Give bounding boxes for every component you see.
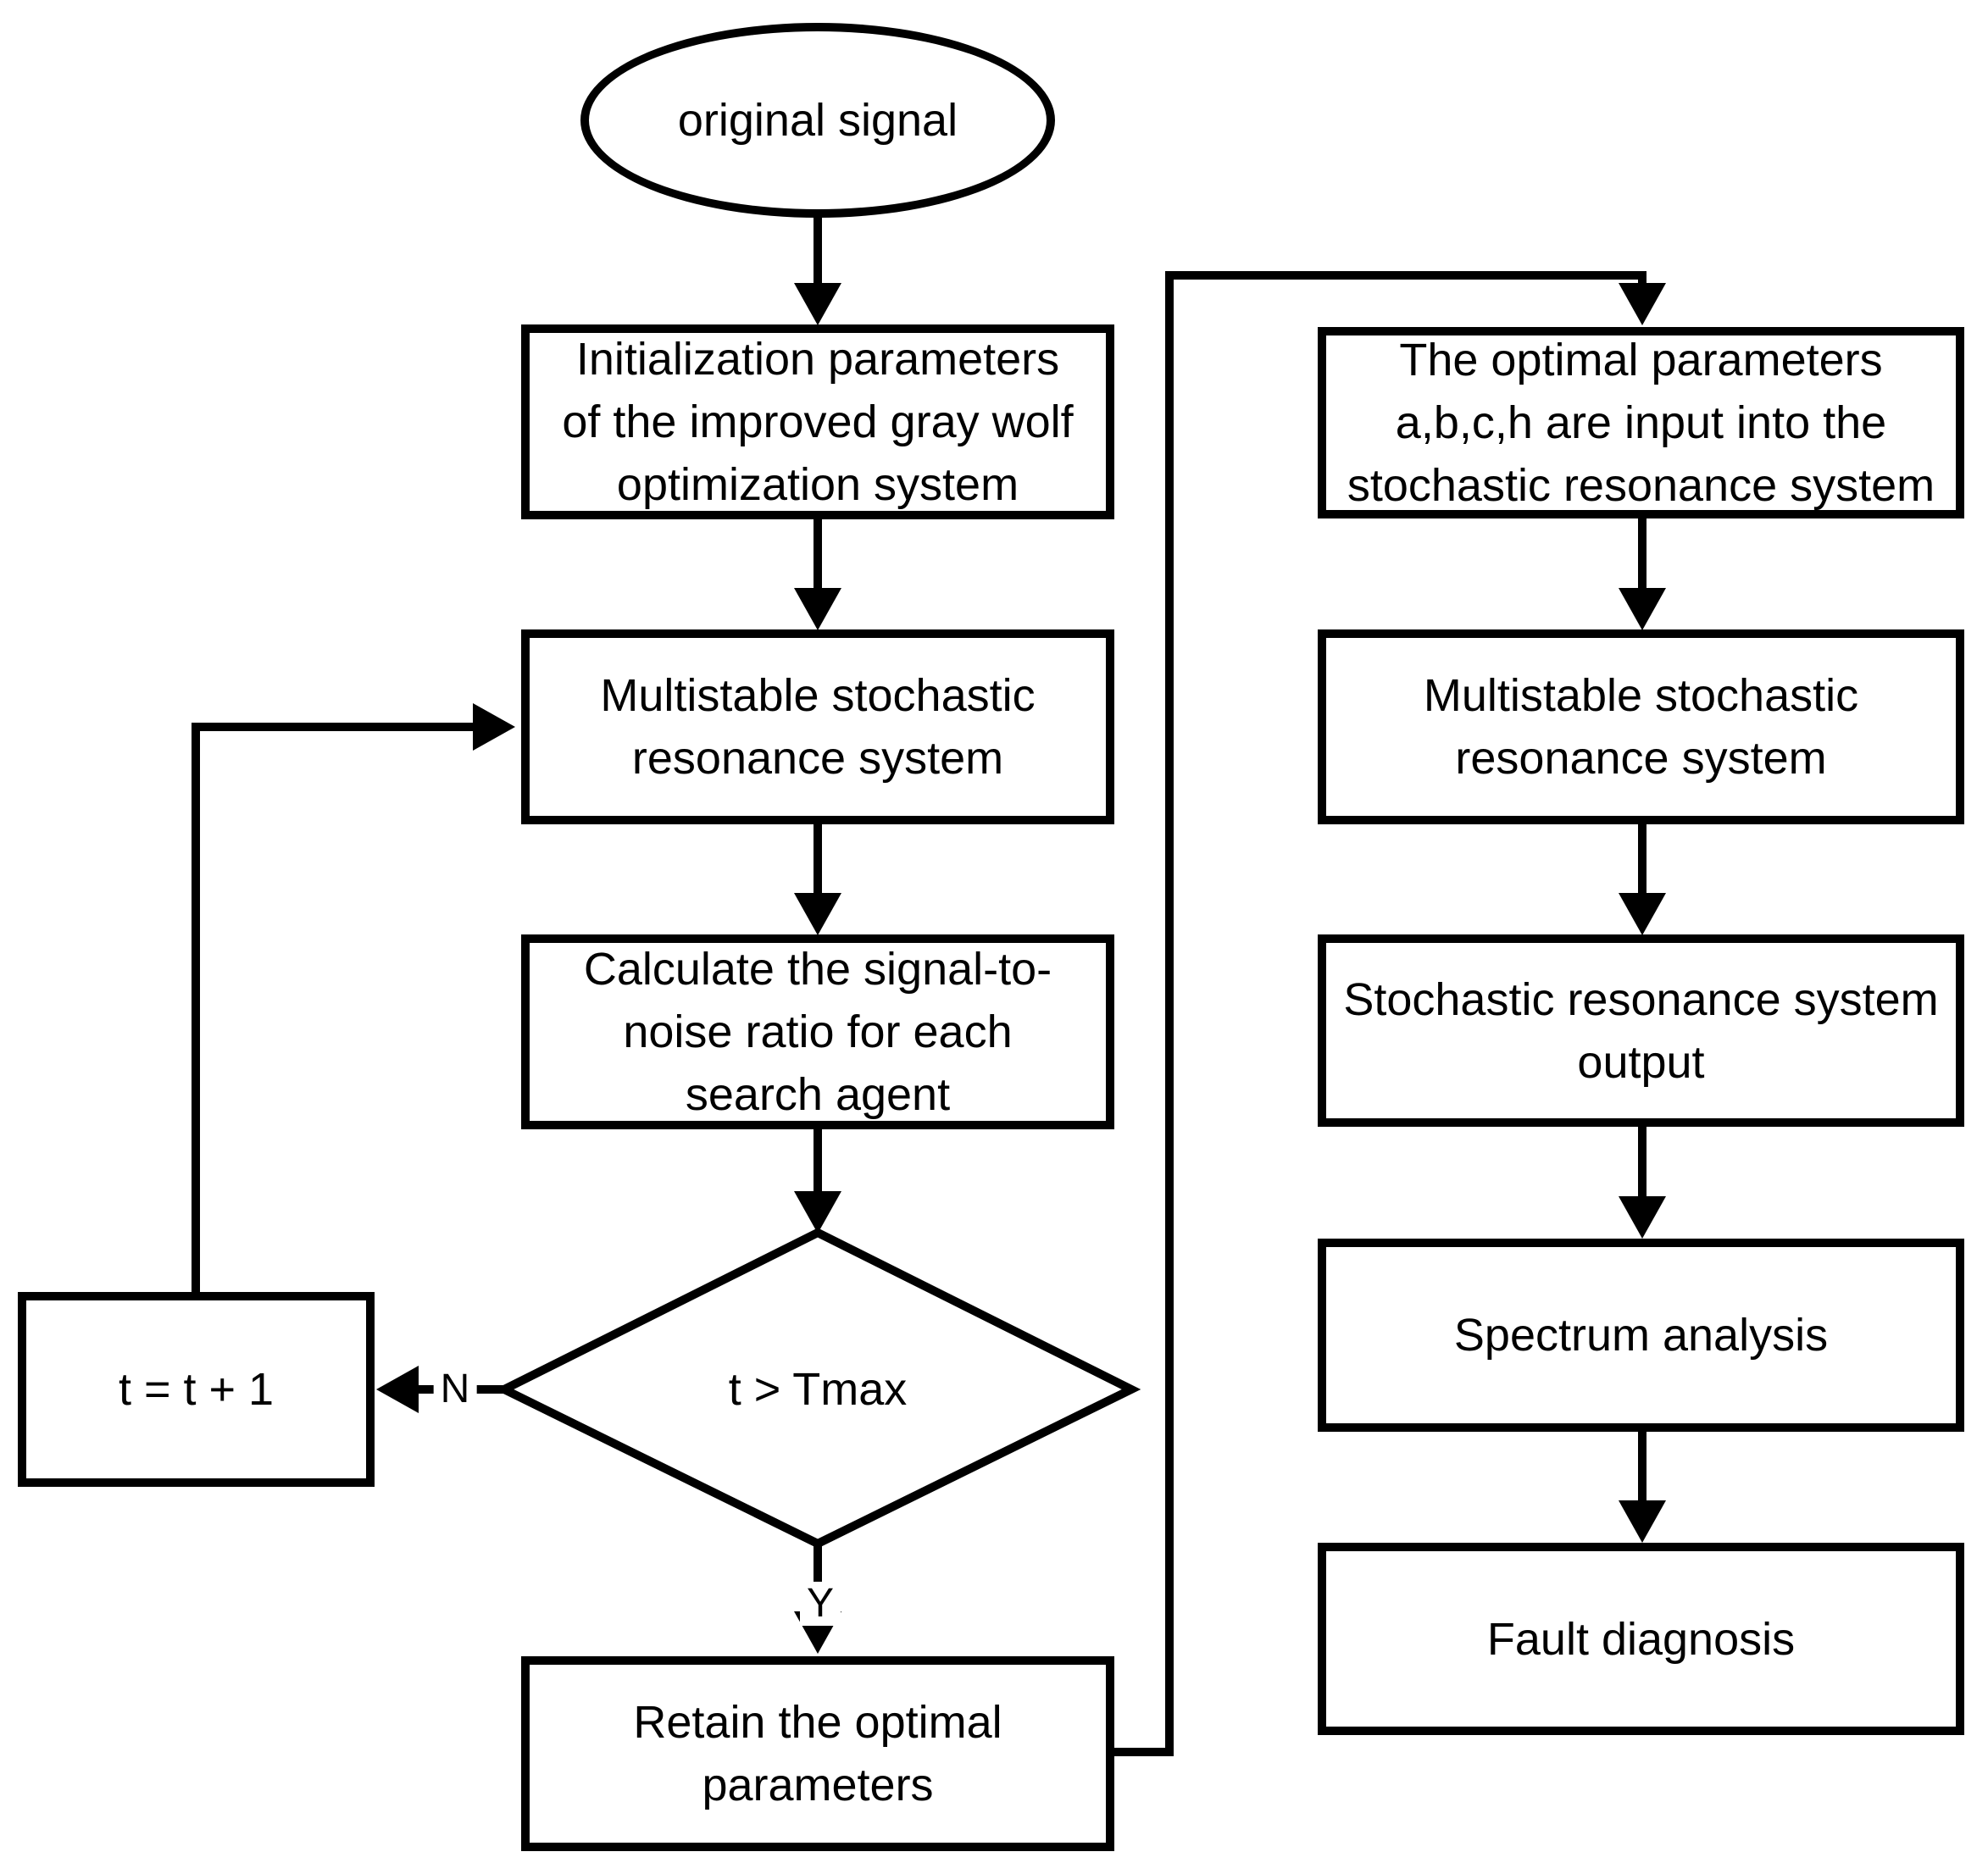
node-multistable-right-label: Multistable stochastic resonance system xyxy=(1423,670,1859,784)
arrowhead-init-to-msr xyxy=(794,588,841,630)
arrowhead-retain-to-optimal xyxy=(1619,283,1666,325)
branch-label-no: N xyxy=(433,1367,477,1411)
node-spectrum-analysis-label: Spectrum analysis xyxy=(1453,1310,1829,1361)
arrowhead-start-to-init xyxy=(794,283,841,325)
node-retain-label: Retain the optimal parameters xyxy=(633,1697,1002,1810)
node-sr-output-label: Stochastic resonance system output xyxy=(1343,973,1939,1088)
arrowhead-output-to-spectrum xyxy=(1619,1196,1666,1239)
arrowhead-optimal-to-msr-right xyxy=(1619,588,1666,630)
node-original-signal: original signal xyxy=(580,23,1055,218)
arrowhead-msr-to-calc xyxy=(794,893,841,935)
node-multistable-right: Multistable stochastic resonance system xyxy=(1318,629,1964,824)
node-decision-label: t > Tmax xyxy=(728,1364,908,1415)
node-fault-diagnosis-label: Fault diagnosis xyxy=(1486,1613,1796,1665)
arrowhead-calc-to-decision xyxy=(794,1191,841,1234)
arrowhead-msr-right-to-output xyxy=(1619,893,1666,935)
node-increment: t = t + 1 xyxy=(18,1292,375,1487)
node-fault-diagnosis: Fault diagnosis xyxy=(1318,1543,1964,1735)
node-optimal-input: The optimal parameters a,b,c,h are input… xyxy=(1318,327,1964,518)
node-initialization-label: Initialization parameters of the improve… xyxy=(562,334,1074,510)
node-increment-label: t = t + 1 xyxy=(118,1364,275,1415)
arrowhead-decision-no xyxy=(376,1366,419,1413)
arrowhead-spectrum-to-fault xyxy=(1619,1500,1666,1543)
node-decision: t > Tmax xyxy=(648,1326,987,1453)
node-original-signal-label: original signal xyxy=(677,95,958,146)
node-multistable-left: Multistable stochastic resonance system xyxy=(521,629,1114,824)
arrow-increment-loop xyxy=(192,723,475,1292)
node-optimal-input-label: The optimal parameters a,b,c,h are input… xyxy=(1347,335,1935,511)
node-spectrum-analysis: Spectrum analysis xyxy=(1318,1239,1964,1432)
node-calculate-snr-label: Calculate the signal-to- noise ratio for… xyxy=(583,944,1052,1120)
arrowhead-increment-loop xyxy=(473,703,515,751)
connector-retain-to-optimal xyxy=(1114,271,1646,1756)
branch-label-yes: Y xyxy=(799,1582,841,1626)
node-multistable-left-label: Multistable stochastic resonance system xyxy=(600,670,1036,784)
node-sr-output: Stochastic resonance system output xyxy=(1318,934,1964,1127)
node-retain: Retain the optimal parameters xyxy=(521,1656,1114,1851)
node-initialization: Initialization parameters of the improve… xyxy=(521,324,1114,519)
node-calculate-snr: Calculate the signal-to- noise ratio for… xyxy=(521,934,1114,1129)
